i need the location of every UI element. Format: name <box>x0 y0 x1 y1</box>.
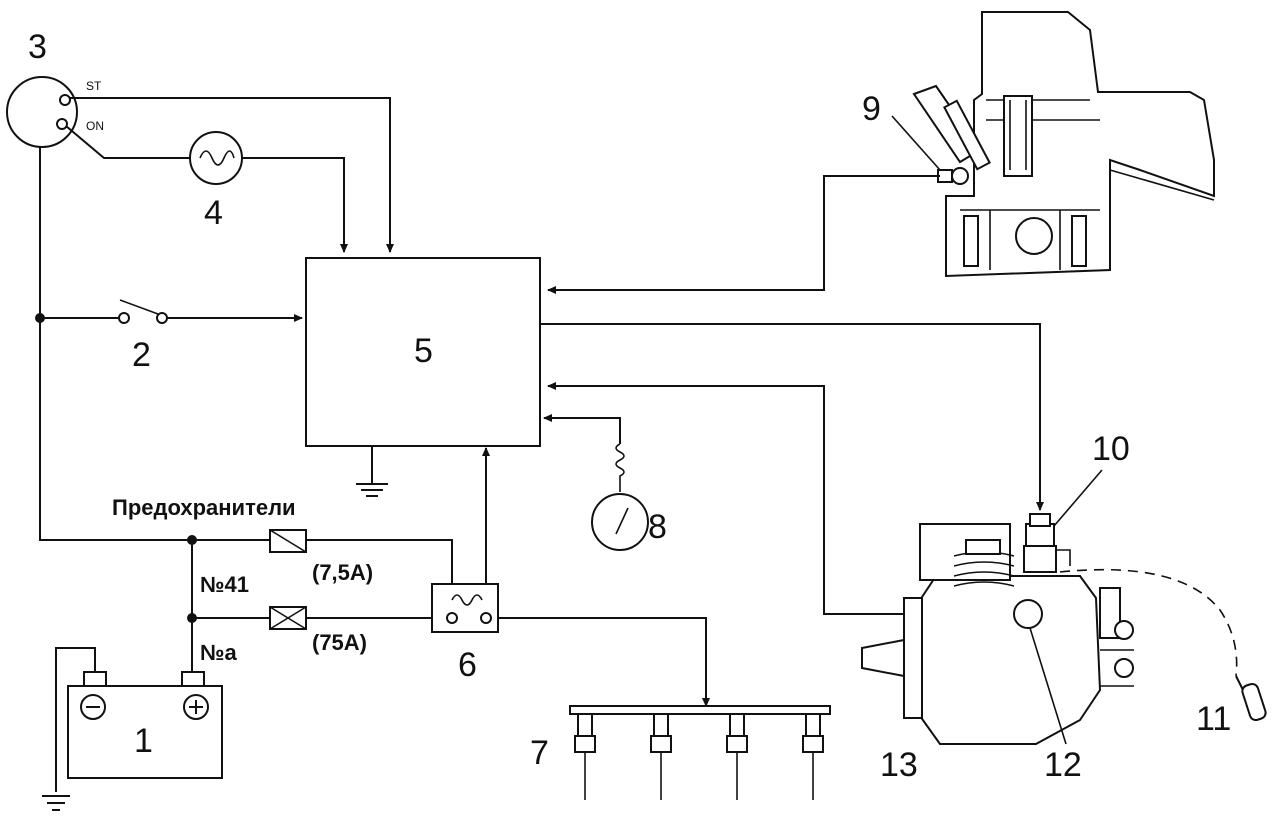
fuel-cutoff-solenoid <box>1023 513 1071 573</box>
leader-12 <box>1029 627 1067 745</box>
wire-ecu-solenoid <box>540 323 1044 511</box>
fuse-41-name: №41 <box>200 572 249 597</box>
accelerator-pedal <box>1235 675 1267 722</box>
ecu-ground-symbol <box>356 446 388 497</box>
callout-9: 9 <box>862 90 881 128</box>
callout-10: 10 <box>1092 430 1130 468</box>
wire-battery-ground <box>55 647 96 792</box>
callout-3: 3 <box>28 28 47 66</box>
pump-speed-sensor <box>1013 599 1043 629</box>
fuses-title: Предохранители <box>112 495 296 520</box>
callout-13: 13 <box>880 746 918 784</box>
callout-2: 2 <box>132 336 151 374</box>
leader-10 <box>1053 469 1103 527</box>
glow-relay <box>431 583 499 633</box>
control-unit <box>305 257 541 447</box>
leader-9 <box>891 115 941 171</box>
switch-st-label: ST <box>86 79 102 93</box>
callout-8: 8 <box>648 508 667 546</box>
wire-on <box>65 125 190 159</box>
temp-sensor-9 <box>951 167 969 185</box>
fuse-41-rating: (7,5A) <box>312 560 373 585</box>
wire-pump-ecu <box>547 382 908 615</box>
engine-cross-section <box>912 11 1215 278</box>
wire-main-vertical <box>39 147 190 541</box>
callout-6: 6 <box>458 646 477 684</box>
fuse-a-name: №a <box>200 640 238 665</box>
callout-11: 11 <box>1196 700 1231 738</box>
battery <box>67 671 223 779</box>
fuse-a <box>269 606 307 630</box>
wire-sensor9-ecu <box>547 175 940 294</box>
callout-7: 7 <box>530 734 549 772</box>
clutch-switch <box>118 299 168 324</box>
wire-fuse41-relay <box>306 539 453 586</box>
wire-relay-plugs <box>498 617 710 707</box>
callout-5: 5 <box>414 332 433 370</box>
glow-plug <box>726 713 748 800</box>
spring <box>953 539 1015 587</box>
warning-lamp <box>189 131 243 185</box>
callout-1: 1 <box>134 722 153 760</box>
fuse-41 <box>269 529 307 553</box>
wire-lamp-ecu <box>242 157 348 253</box>
injection-pump <box>861 523 1134 745</box>
fuse-a-rating: (75A) <box>312 630 367 655</box>
ignition-switch: ST ON <box>6 76 104 148</box>
glow-plug <box>650 713 672 800</box>
accelerator-cable <box>1059 568 1238 677</box>
injector <box>912 84 991 171</box>
glow-plug <box>574 713 596 800</box>
wire-st <box>70 97 394 253</box>
glow-plug <box>802 713 824 800</box>
callout-4: 4 <box>204 194 223 232</box>
battery-ground-symbol <box>42 795 70 811</box>
wire-gauge-ecu <box>543 414 621 444</box>
callout-12: 12 <box>1044 746 1082 784</box>
glow-plug-rail <box>569 705 831 800</box>
temperature-sensor <box>591 443 649 551</box>
switch-on-label: ON <box>86 119 104 133</box>
